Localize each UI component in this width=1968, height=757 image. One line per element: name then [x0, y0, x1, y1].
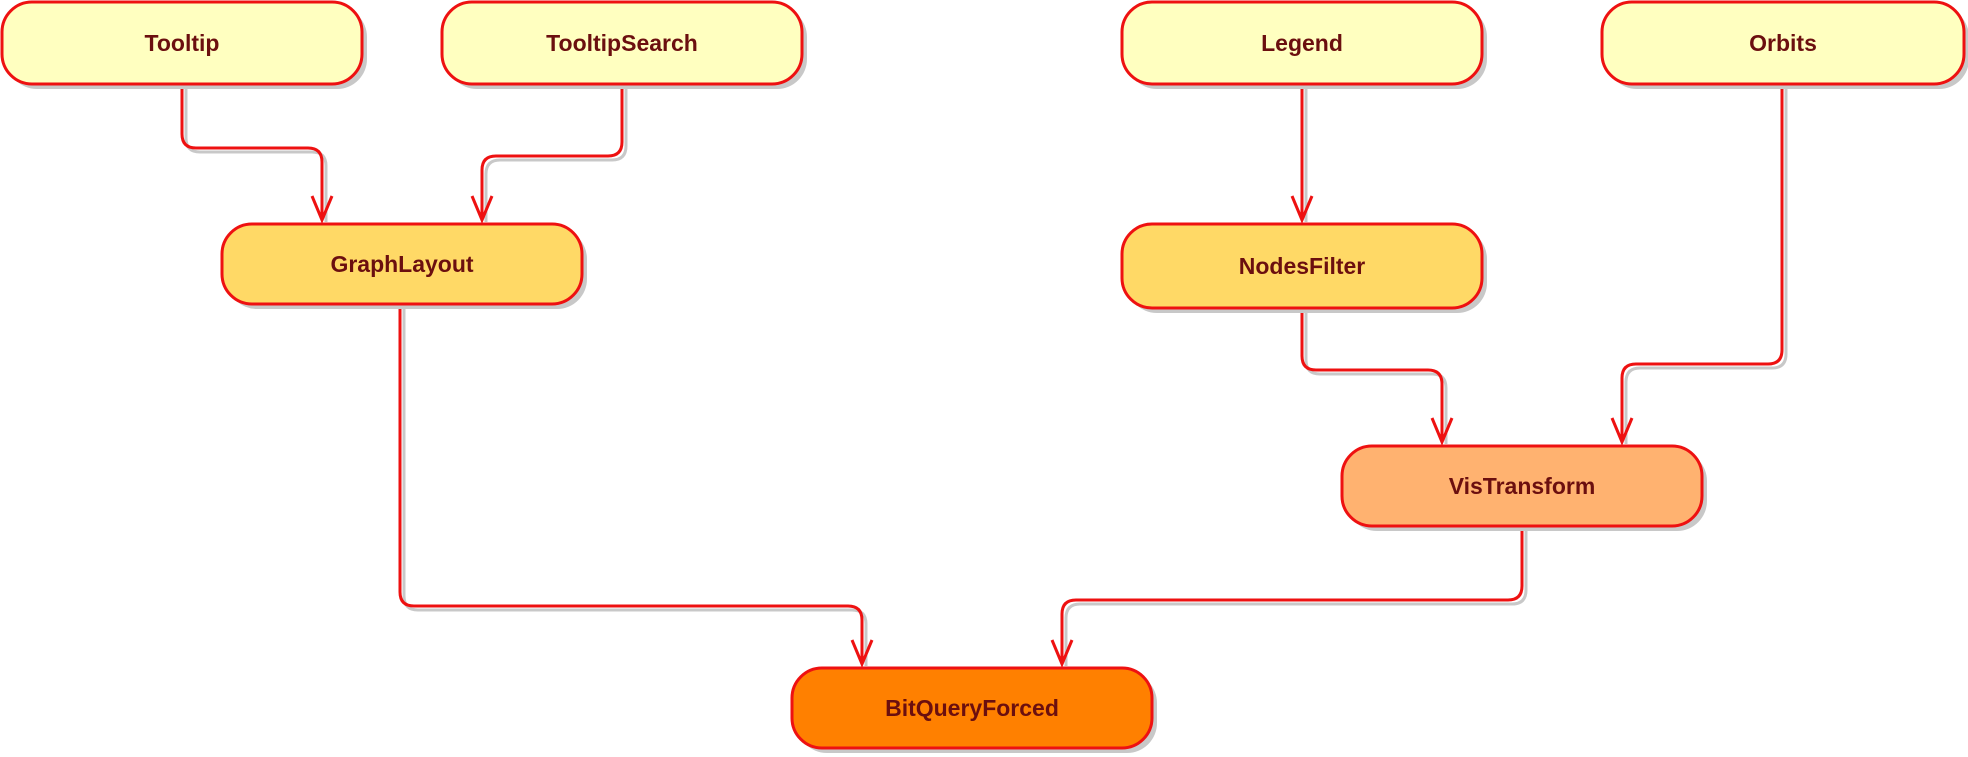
node-box: [1340, 444, 1704, 528]
edge-tooltip-to-graphlayout: [180, 84, 334, 224]
edge-tooltipsearch-to-graphlayout: [470, 84, 624, 224]
node-bitqueryforced: BitQueryForced: [790, 666, 1157, 753]
edge-line: [1060, 526, 1524, 662]
edge-line: [480, 84, 624, 218]
edge-shadow-tooltipsearch-to-graphlayout: [484, 88, 628, 222]
node-label: GraphLayout: [330, 251, 473, 277]
node-box: [1120, 222, 1484, 310]
edge-graphlayout-to-bitqueryforced: [398, 304, 874, 668]
arrowhead-icon: [1430, 417, 1454, 446]
edges: [180, 84, 1784, 668]
node-label: Legend: [1261, 30, 1343, 56]
node-graphlayout: GraphLayout: [220, 222, 587, 309]
edge-shadow-orbits-to-vistransform: [1624, 88, 1788, 444]
edge-shadow-tooltip-to-graphlayout: [184, 88, 328, 222]
node-orbits: Orbits: [1600, 0, 1968, 89]
arrowhead-icon: [470, 195, 494, 224]
node-box: [220, 222, 584, 306]
node-label: VisTransform: [1449, 473, 1596, 499]
node-box: [0, 0, 364, 86]
edge-line: [180, 84, 324, 218]
node-label: NodesFilter: [1239, 253, 1366, 279]
node-box: [440, 0, 804, 86]
node-box: [1120, 0, 1484, 86]
edge-line: [398, 304, 864, 662]
node-nodesfilter: NodesFilter: [1120, 222, 1487, 313]
node-label: Tooltip: [145, 30, 220, 56]
edge-legend-to-nodesfilter: [1290, 84, 1314, 224]
node-label: TooltipSearch: [546, 30, 698, 56]
edge-shadow-vistransform-to-bitqueryforced: [1064, 530, 1528, 666]
edge-line: [1620, 84, 1784, 440]
node-box: [1600, 0, 1966, 86]
node-tooltipsearch: TooltipSearch: [440, 0, 807, 89]
node-legend: Legend: [1120, 0, 1487, 89]
node-vistransform: VisTransform: [1340, 444, 1707, 531]
edge-shadow-graphlayout-to-bitqueryforced: [402, 308, 868, 666]
edge-line: [1300, 308, 1444, 440]
edge-orbits-to-vistransform: [1610, 84, 1784, 446]
arrowhead-icon: [850, 639, 874, 668]
node-label: BitQueryForced: [885, 695, 1059, 721]
arrowhead-icon: [310, 195, 334, 224]
node-label: Orbits: [1749, 30, 1817, 56]
edge-shadows: [184, 88, 1788, 666]
node-box: [790, 666, 1154, 750]
arrowhead-icon: [1050, 639, 1074, 668]
arrowhead-icon: [1290, 195, 1314, 224]
edge-vistransform-to-bitqueryforced: [1050, 526, 1524, 668]
arrowhead-icon: [1610, 417, 1634, 446]
edge-nodesfilter-to-vistransform: [1300, 308, 1454, 446]
node-tooltip: Tooltip: [0, 0, 367, 89]
edge-shadow-nodesfilter-to-vistransform: [1304, 312, 1448, 444]
